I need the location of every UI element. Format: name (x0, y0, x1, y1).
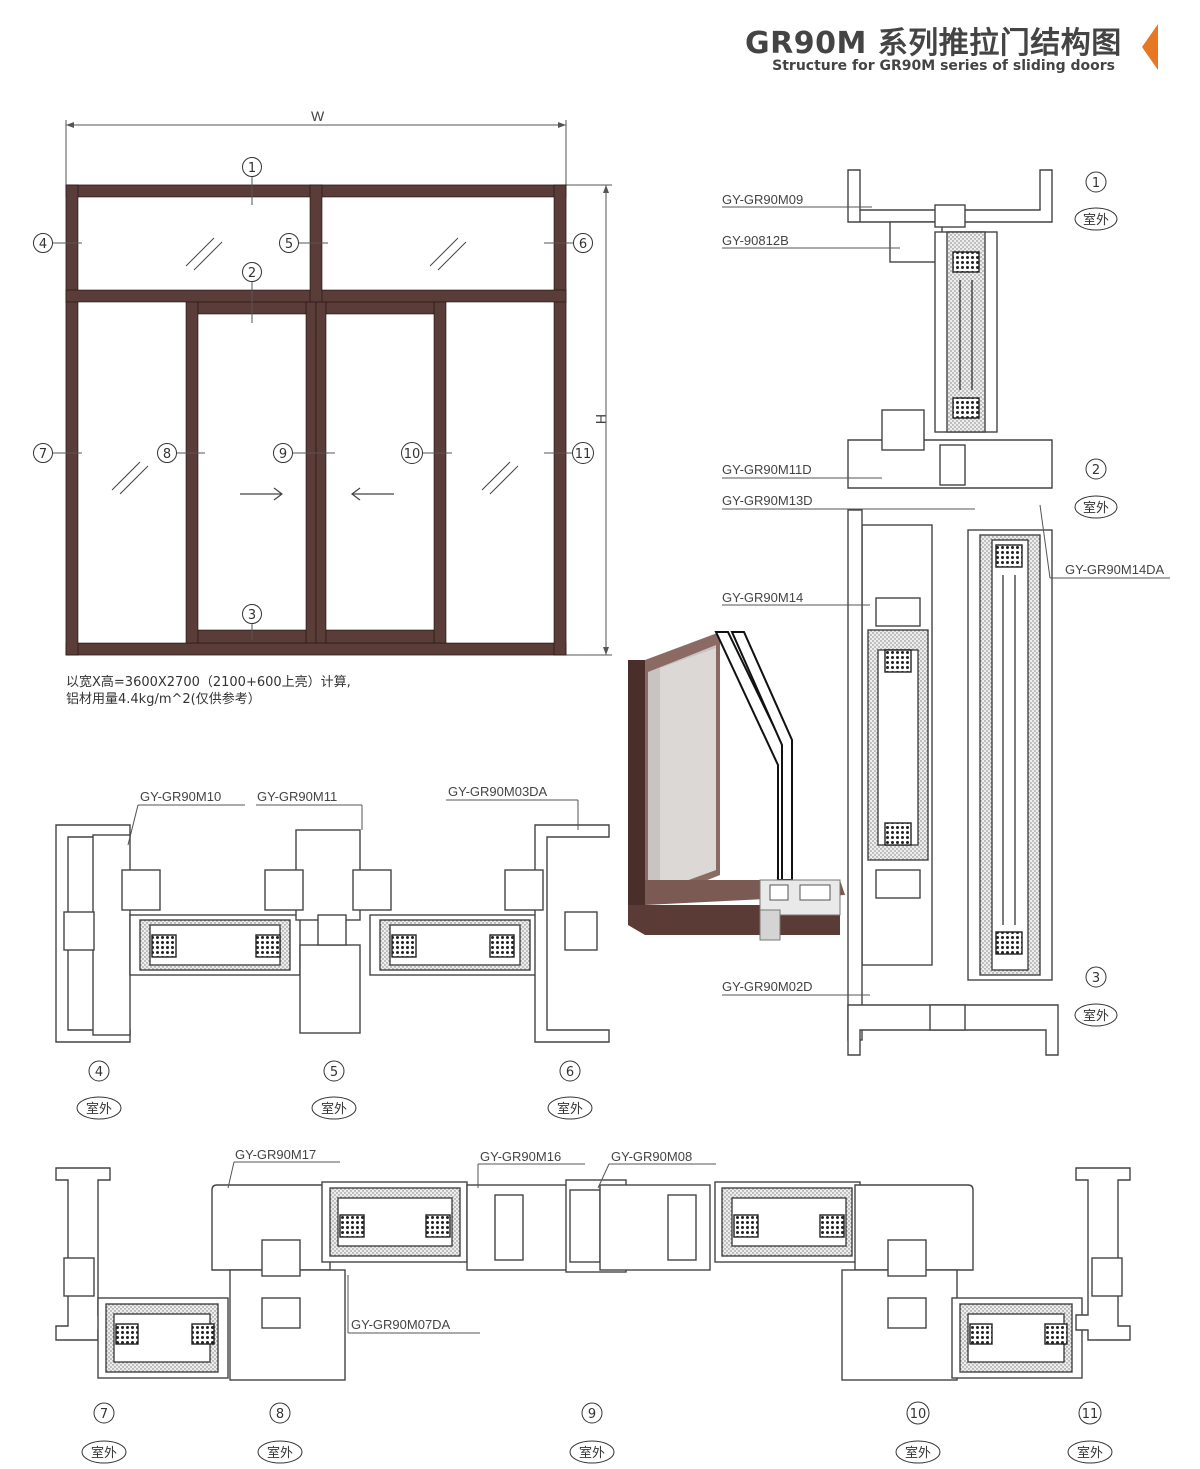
svg-text:7: 7 (100, 1407, 108, 1422)
label-90812b: GY-90812B (722, 233, 789, 248)
svg-text:室外: 室外 (1077, 1445, 1103, 1461)
svg-text:室外: 室外 (557, 1101, 583, 1117)
label-gr90m11: GY-GR90M11 (257, 789, 337, 804)
page-subtitle: Structure for GR90M series of sliding do… (772, 58, 1115, 74)
glass-marks (111, 237, 519, 495)
marker-5: 5 室外 (311, 1060, 357, 1120)
label-gr90m10: GY-GR90M10 (140, 789, 221, 804)
bottom-section-leaders (227, 1161, 716, 1334)
svg-text:11: 11 (575, 447, 592, 462)
width-dimension (65, 120, 567, 185)
svg-text:7: 7 (39, 447, 47, 462)
horizontal-section-bottom (55, 1167, 1131, 1381)
svg-text:9: 9 (279, 447, 287, 462)
label-gr90m14: GY-GR90M14 (722, 590, 803, 605)
svg-text:4: 4 (95, 1065, 103, 1080)
svg-text:2: 2 (248, 266, 256, 281)
material-note: 以宽X高=3600X2700（2100+600上亮）计算, 铝材用量4.4kg/… (66, 674, 351, 708)
horizontal-section-top (55, 824, 610, 1043)
callout-8: 8 (157, 443, 177, 463)
callout-4: 4 (33, 233, 53, 253)
svg-text:5: 5 (330, 1065, 338, 1080)
bottom-section-markers: 7 室外 8 室外 9 室外 10 室外 11 室外 (81, 1401, 1113, 1464)
svg-text:室外: 室外 (86, 1101, 112, 1117)
accent-arrow-icon (1142, 24, 1158, 70)
vertical-section (722, 169, 1170, 1056)
profile-corner-3d (628, 631, 845, 941)
callout-7: 7 (33, 443, 53, 463)
label-gr90m14da: GY-GR90M14DA (1065, 562, 1165, 577)
svg-text:室外: 室外 (1083, 1008, 1109, 1024)
vertical-section-markers: 1 室外 2 室外 3 室外 (1074, 171, 1118, 1027)
marker-7: 7 室外 (81, 1402, 127, 1464)
note-line-2: 铝材用量4.4kg/m^2(仅供参考） (66, 692, 261, 707)
svg-text:室外: 室外 (1083, 212, 1109, 228)
svg-text:室外: 室外 (267, 1445, 293, 1461)
svg-text:6: 6 (566, 1065, 574, 1080)
callout-9: 9 (273, 443, 293, 463)
svg-text:6: 6 (579, 237, 587, 252)
callout-markers: 1 2 3 4 5 6 7 8 9 10 11 (33, 157, 594, 624)
svg-text:室外: 室外 (321, 1101, 347, 1117)
label-gr90m16: GY-GR90M16 (480, 1149, 561, 1164)
marker-3: 3 室外 (1074, 966, 1118, 1027)
marker-2: 2 室外 (1074, 458, 1118, 519)
svg-text:10: 10 (404, 447, 421, 462)
svg-text:1: 1 (1092, 176, 1100, 191)
marker-11: 11 室外 (1067, 1401, 1113, 1464)
note-line-1: 以宽X高=3600X2700（2100+600上亮）计算, (66, 675, 351, 690)
callout-2: 2 (242, 262, 262, 282)
svg-text:3: 3 (1092, 971, 1100, 986)
svg-text:室外: 室外 (579, 1445, 605, 1461)
callout-11: 11 (572, 442, 594, 464)
svg-text:5: 5 (285, 237, 293, 252)
glass-panes (77, 196, 555, 644)
marker-6: 6 室外 (547, 1060, 593, 1120)
svg-text:11: 11 (1082, 1407, 1099, 1422)
door-elevation: W H (33, 108, 612, 656)
marker-4: 4 室外 (76, 1060, 122, 1120)
vertical-section-labels: GY-GR90M09 GY-90812B GY-GR90M11D GY-GR90… (722, 192, 1165, 994)
label-gr90m07da: GY-GR90M07DA (351, 1317, 451, 1332)
callout-1: 1 (242, 157, 262, 177)
label-gr90m03da: GY-GR90M03DA (448, 784, 548, 799)
svg-text:4: 4 (39, 237, 47, 252)
height-dimension (566, 184, 612, 656)
label-gr90m09: GY-GR90M09 (722, 192, 803, 207)
svg-text:8: 8 (276, 1407, 284, 1422)
svg-text:10: 10 (910, 1407, 927, 1422)
svg-text:9: 9 (588, 1407, 596, 1422)
callout-3: 3 (242, 604, 262, 624)
top-section-labels: GY-GR90M10 GY-GR90M11 GY-GR90M03DA (140, 784, 548, 804)
marker-10: 10 室外 (895, 1401, 941, 1464)
svg-text:8: 8 (163, 447, 171, 462)
label-gr90m11d: GY-GR90M11D (722, 462, 812, 477)
callout-leaders (53, 176, 573, 640)
width-label: W (311, 108, 325, 124)
svg-text:室外: 室外 (91, 1445, 117, 1461)
top-section-markers: 4 室外 5 室外 6 室外 (76, 1060, 593, 1120)
top-section-leaders (127, 799, 579, 846)
callout-5: 5 (279, 233, 299, 253)
svg-text:室外: 室外 (905, 1445, 931, 1461)
bottom-section-labels: GY-GR90M17 GY-GR90M16 GY-GR90M08 GY-GR90… (235, 1147, 692, 1332)
page-title: GR90M 系列推拉门结构图 (745, 26, 1122, 61)
label-gr90m02d: GY-GR90M02D (722, 979, 813, 994)
slide-direction-arrows (240, 487, 394, 501)
marker-9: 9 室外 (569, 1402, 615, 1464)
svg-text:1: 1 (248, 161, 256, 176)
callout-10: 10 (401, 442, 423, 464)
svg-text:2: 2 (1092, 463, 1100, 478)
label-gr90m08: GY-GR90M08 (611, 1149, 692, 1164)
height-label: H (593, 414, 609, 424)
marker-1: 1 室外 (1074, 171, 1118, 231)
label-gr90m13d: GY-GR90M13D (722, 493, 813, 508)
svg-text:3: 3 (248, 608, 256, 623)
callout-6: 6 (573, 233, 593, 253)
svg-text:室外: 室外 (1083, 500, 1109, 516)
marker-8: 8 室外 (257, 1402, 303, 1464)
label-gr90m17: GY-GR90M17 (235, 1147, 316, 1162)
